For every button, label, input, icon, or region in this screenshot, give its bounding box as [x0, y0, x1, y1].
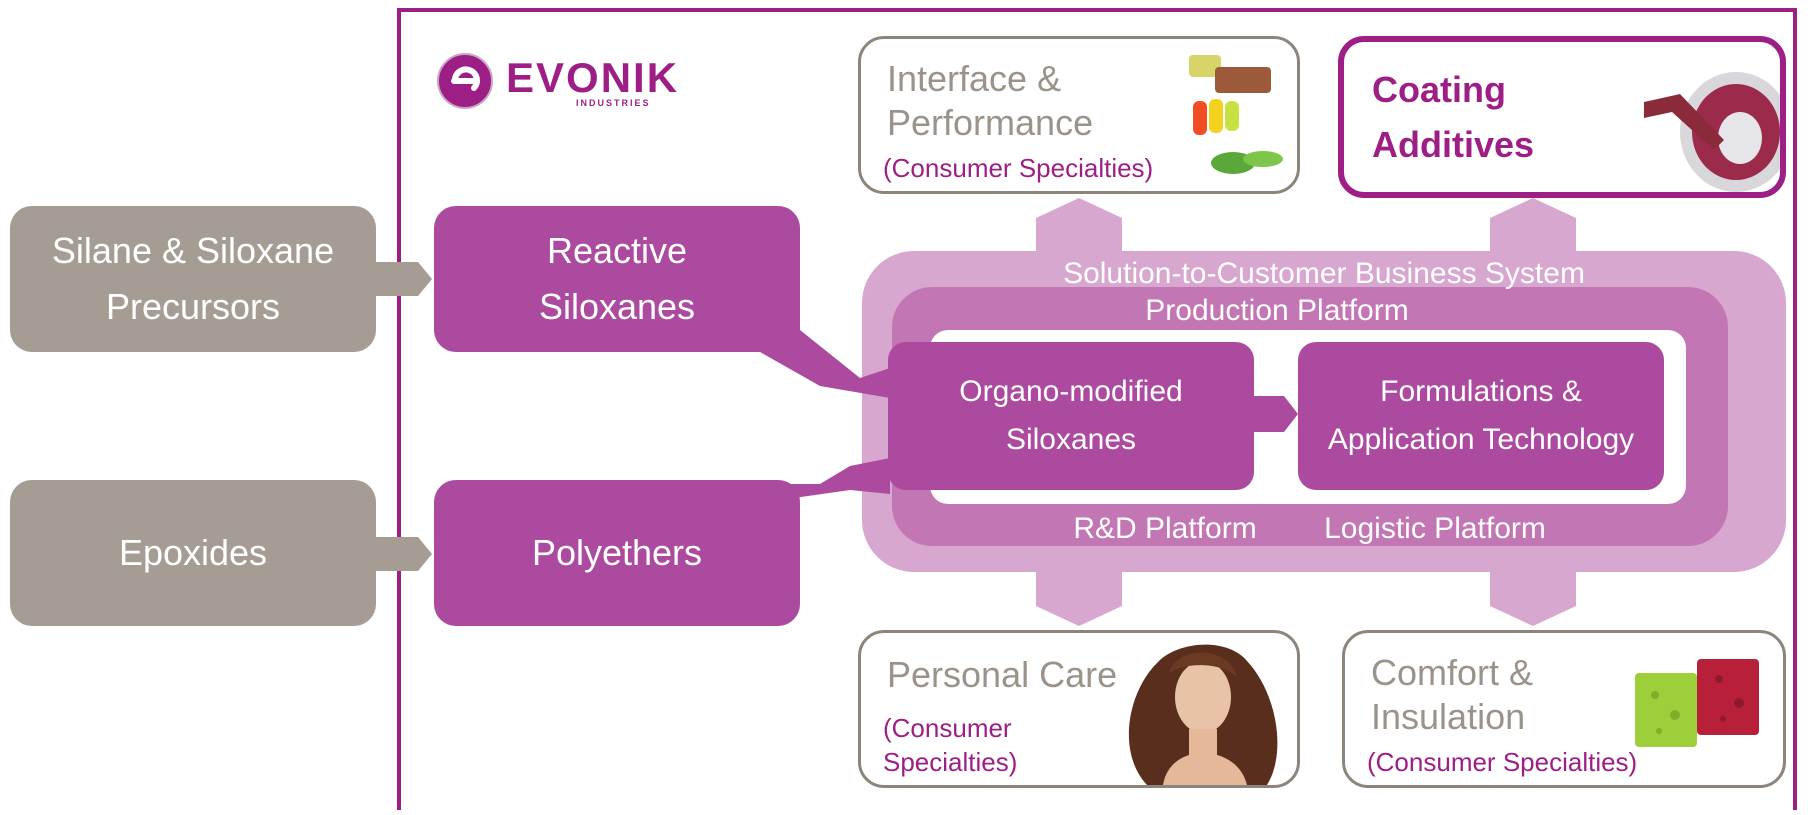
rnd-platform-label: R&D Platform	[1073, 512, 1257, 545]
arrow-up-interface-shape	[1036, 198, 1122, 262]
formulations-line-1: Formulations &	[1380, 375, 1582, 408]
logo-subtitle: INDUSTRIES	[576, 98, 651, 108]
comfort-subtitle: (Consumer Specialties)	[1367, 747, 1638, 777]
arrow-up-coating-shape	[1490, 198, 1576, 262]
comfort-title-2: Insulation	[1371, 696, 1526, 737]
coating-title-1: Coating	[1372, 69, 1506, 110]
formulations-box: Formulations & Application Technology	[1298, 342, 1664, 490]
interface-subtitle: (Consumer Specialties)	[883, 153, 1154, 183]
comfort-foam-image	[1635, 659, 1759, 747]
market-comfort-insulation: Comfort & Insulation (Consumer Specialti…	[1342, 630, 1786, 788]
market-personal-care: Personal Care (Consumer Specialties)	[858, 630, 1300, 788]
arrow-epoxides-to-polyethers	[370, 537, 432, 571]
silane-line-1: Silane & Siloxane	[51, 230, 335, 271]
polyethers-box: Polyethers	[434, 480, 800, 626]
interface-title-2: Performance	[887, 102, 1094, 143]
organo-line-1: Organo-modified	[959, 375, 1183, 408]
silane-siloxane-precursors-box: Silane & Siloxane Precursors	[10, 206, 376, 352]
diagram-frame	[397, 8, 1797, 810]
market-coating-additives: Coating Additives	[1338, 36, 1786, 198]
arrow-down-personal-shape	[1036, 562, 1122, 626]
logistic-platform-label: Logistic Platform	[1324, 512, 1546, 545]
personal-care-title: Personal Care	[887, 654, 1118, 695]
personal-care-sub-1: (Consumer	[883, 713, 1012, 743]
evonik-logo-icon	[437, 53, 493, 109]
arrow-down-comfort-shape	[1490, 562, 1576, 626]
silane-line-2: Precursors	[105, 286, 281, 327]
solution-to-customer-label: Solution-to-Customer Business System	[1063, 257, 1585, 290]
logo-wordmark: EVONIK	[506, 54, 680, 101]
comfort-title-1: Comfort &	[1371, 652, 1534, 693]
coating-title-2: Additives	[1372, 124, 1535, 165]
reactive-siloxanes-box: Reactive Siloxanes	[434, 206, 800, 352]
market-interface-performance: Interface & Performance (Consumer Specia…	[858, 36, 1300, 194]
reactive-line-2: Siloxanes	[538, 286, 696, 327]
arrow-silane-to-reactive	[370, 262, 432, 296]
formulations-line-2: Application Technology	[1327, 423, 1635, 456]
personal-care-model-image	[1128, 644, 1278, 785]
polyethers-label: Polyethers	[531, 532, 703, 573]
organo-line-2: Siloxanes	[1005, 423, 1137, 456]
reactive-line-1: Reactive	[546, 230, 688, 271]
personal-care-sub-2: Specialties)	[883, 747, 1018, 777]
evonik-logo: EVONIK INDUSTRIES	[436, 52, 677, 112]
interface-title-1: Interface &	[887, 58, 1062, 99]
coating-paint-image	[1644, 72, 1780, 192]
production-platform-label: Production Platform	[1145, 294, 1409, 327]
epoxides-box: Epoxides	[10, 480, 376, 626]
epoxides-label: Epoxides	[118, 532, 268, 573]
arrow-organo-to-formulations	[1250, 396, 1298, 432]
interface-product-image	[1189, 55, 1283, 174]
organo-modified-siloxanes-box: Organo-modified Siloxanes	[888, 342, 1254, 490]
pointer-polyethers-to-organo	[780, 458, 890, 500]
